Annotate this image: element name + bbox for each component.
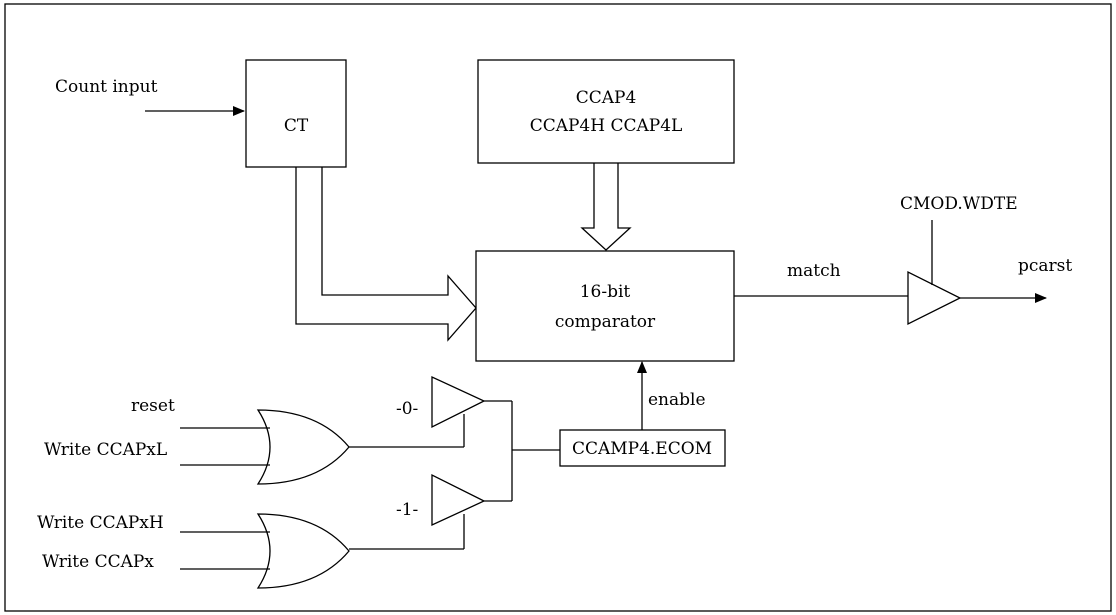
or-gate-bottom [256,513,350,589]
ct-block [245,59,347,168]
buffer-zero-label: -0- [396,399,418,419]
ccap4-block [477,59,735,164]
ccap4-label: CCAP4 [576,88,637,108]
comparator-block [475,250,735,362]
output-buffer [907,270,962,326]
enable-label: enable [648,390,706,410]
buffer-one [431,473,486,527]
match-label: match [787,261,841,281]
write-ccapxl-label: Write CCAPxL [44,440,167,460]
cmod-wdte-label: CMOD.WDTE [900,194,1018,214]
write-ccapx-label: Write CCAPx [42,552,154,572]
ccap4-to-comparator-bus-arrow [580,163,632,251]
pcarst-label: pcarst [1018,256,1072,276]
ct-to-comparator-bus-arrow [295,167,477,342]
write-ccapxh-label: Write CCAPxH [37,513,164,533]
reset-label: reset [131,396,175,416]
diagram-frame [4,3,1112,612]
buffer-zero [431,375,486,429]
ccamp4-ecom-label: CCAMP4.ECOM [572,439,712,459]
ccamp4-ecom-block [559,429,726,467]
ct-label: CT [284,116,309,136]
or-gate-top [256,409,350,485]
buffer-one-label: -1- [396,500,418,520]
ccap4-registers-label: CCAP4H CCAP4L [530,116,683,136]
count-input-label: Count input [55,77,158,97]
comparator-label-line1: 16-bit [580,282,631,302]
comparator-label-line2: comparator [555,312,656,332]
